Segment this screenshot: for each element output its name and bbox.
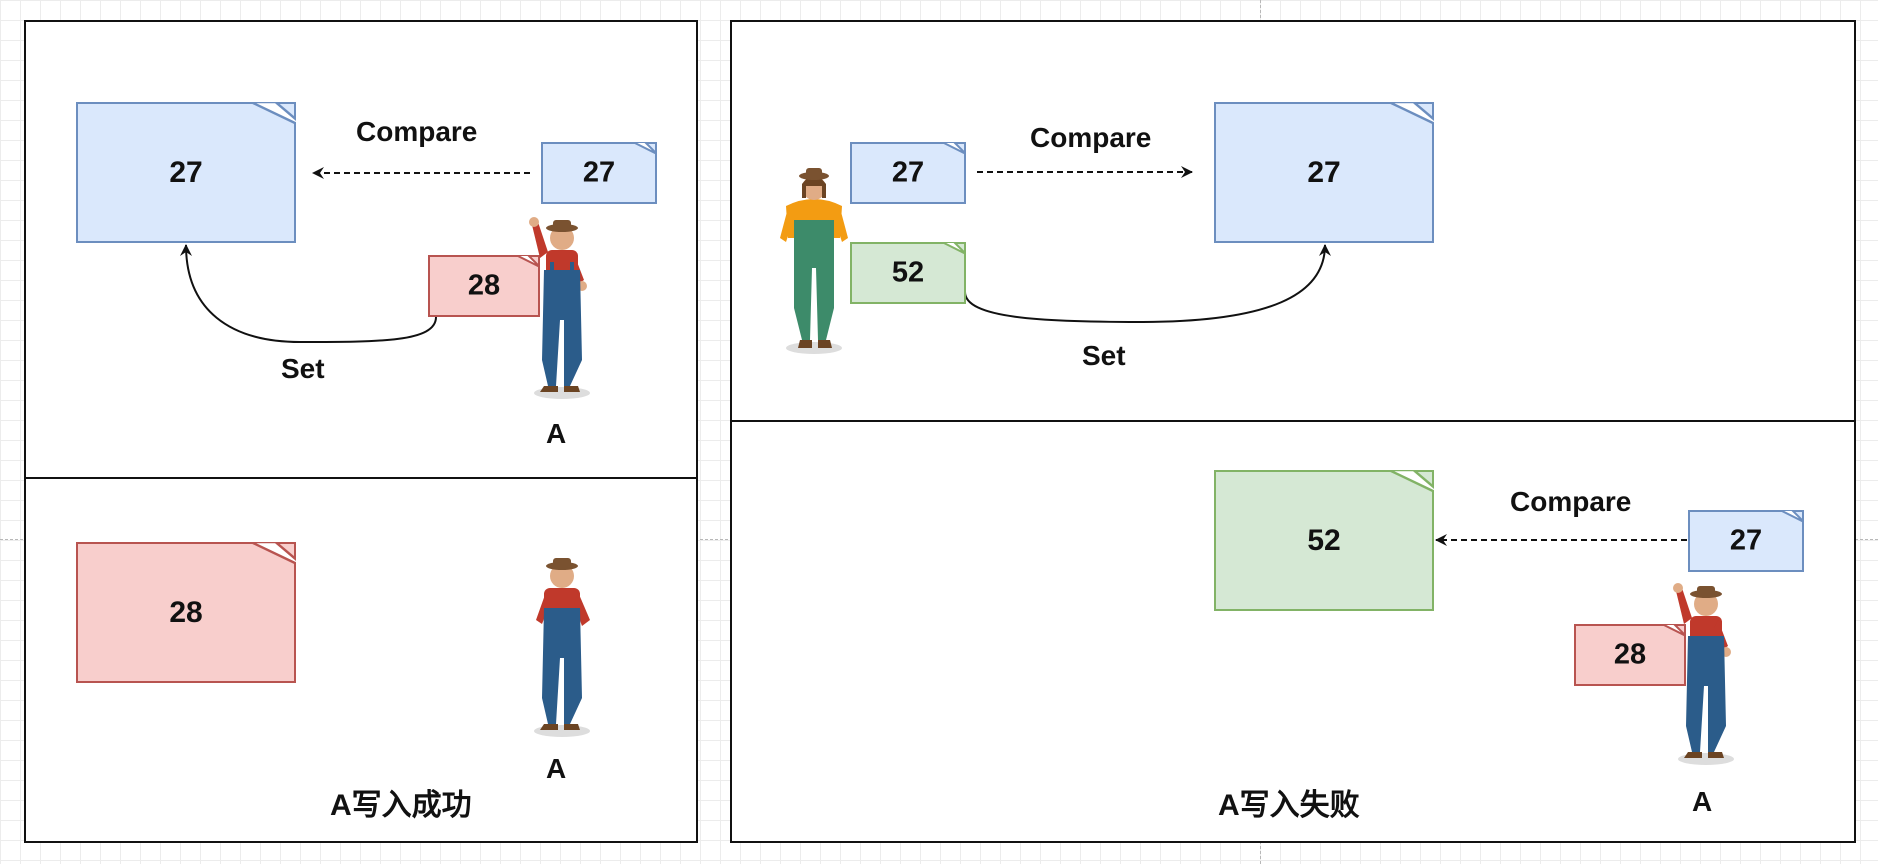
set-arrow-right-top xyxy=(964,244,1331,324)
memory-value-note: 27 xyxy=(76,102,296,243)
set-label: Set xyxy=(1082,340,1126,371)
note-value: 52 xyxy=(891,256,925,289)
note-value: 27 xyxy=(1307,155,1341,189)
note-value: 27 xyxy=(1729,524,1763,557)
note-value: 28 xyxy=(467,269,501,302)
farmer-man-icon xyxy=(529,217,590,399)
expected-value-note: 27 xyxy=(1688,510,1804,572)
note-fold-icon xyxy=(1388,470,1434,492)
note-fold-icon xyxy=(1388,102,1434,124)
compare-label: Compare xyxy=(1030,122,1152,153)
memory-value-note: 27 xyxy=(1214,102,1434,243)
note-fold-icon xyxy=(633,142,657,154)
failure-caption: A写入失败 xyxy=(1218,789,1360,822)
farmer-man-icon xyxy=(534,558,590,737)
expected-value-note: 27 xyxy=(541,142,657,204)
memory-value-note: 52 xyxy=(1214,470,1434,611)
note-value: 27 xyxy=(169,155,203,189)
note-value: 52 xyxy=(1307,523,1341,557)
farmer-man-icon xyxy=(1673,583,1734,765)
note-fold-icon xyxy=(516,255,540,267)
note-value: 27 xyxy=(582,156,616,189)
set-label: Set xyxy=(281,353,325,384)
memory-value-note: 28 xyxy=(76,542,296,683)
left-panel-divider xyxy=(24,477,698,479)
note-value: 28 xyxy=(1613,638,1647,671)
compare-label: Compare xyxy=(1510,486,1632,517)
actor-label: A xyxy=(1692,786,1713,817)
new-value-note: 28 xyxy=(428,255,540,317)
success-caption: A写入成功 xyxy=(330,789,472,822)
note-fold-icon xyxy=(250,542,296,564)
expected-value-note: 27 xyxy=(850,142,966,204)
new-value-note: 28 xyxy=(1574,624,1686,686)
note-fold-icon xyxy=(942,142,966,154)
note-fold-icon xyxy=(1780,510,1804,522)
set-arrow-left xyxy=(180,244,437,344)
farmer-woman-icon xyxy=(780,168,848,354)
compare-label: Compare xyxy=(356,116,478,147)
note-fold-icon xyxy=(250,102,296,124)
actor-label: A xyxy=(546,418,567,449)
note-value: 27 xyxy=(891,156,925,189)
right-panel-divider xyxy=(730,420,1856,422)
note-fold-icon xyxy=(1662,624,1686,636)
note-fold-icon xyxy=(942,242,966,254)
note-value: 28 xyxy=(169,595,203,629)
new-value-note: 52 xyxy=(850,242,966,304)
actor-label: A xyxy=(546,753,567,784)
